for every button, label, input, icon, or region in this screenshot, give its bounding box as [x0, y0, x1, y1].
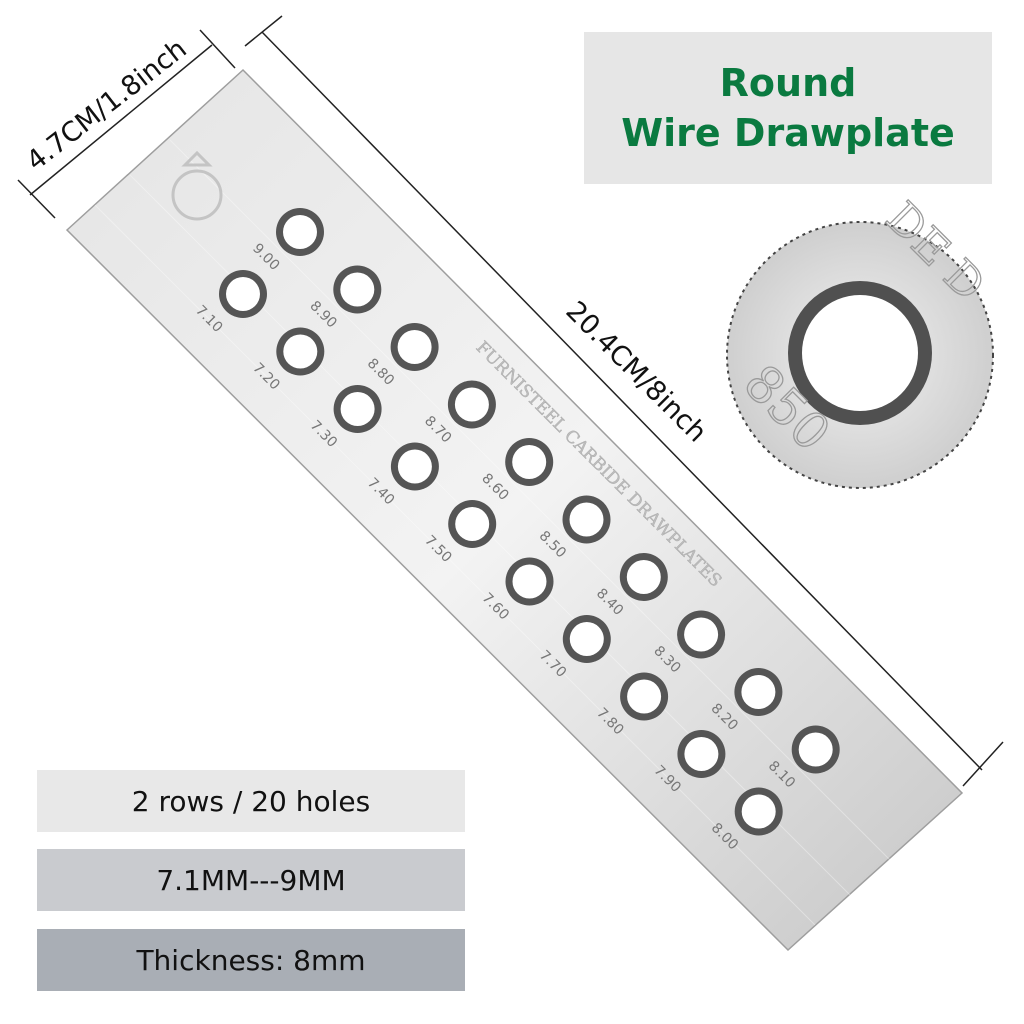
hole-opening — [569, 622, 604, 656]
hole-opening — [569, 502, 604, 537]
hole-opening — [741, 794, 776, 829]
hole-opening — [512, 564, 547, 599]
hole-7.30: 7.30 — [307, 385, 382, 451]
hole-opening — [454, 387, 489, 422]
spec-holes: 2 rows / 20 holes — [37, 770, 465, 832]
hole-opening — [283, 215, 317, 249]
hole-opening — [397, 330, 432, 364]
hole-opening — [455, 507, 490, 541]
hole-opening — [340, 392, 375, 426]
hole-8.40: 8.40 — [593, 553, 668, 619]
hole-opening — [684, 737, 719, 771]
hole-opening — [627, 679, 662, 714]
title-line-1: Round — [719, 61, 857, 105]
hole-opening — [226, 277, 260, 311]
title-line-2: Wire Drawplate — [621, 111, 955, 155]
hole-zoom-inset: DE D 850 — [726, 192, 995, 489]
hole-8.80: 8.80 — [364, 323, 439, 389]
hole-opening — [626, 560, 661, 594]
hole-8.30: 8.30 — [650, 610, 726, 676]
hole-opening — [798, 732, 833, 767]
hole-8.00: 8.00 — [708, 787, 783, 853]
hole-8.10: 8.10 — [765, 725, 840, 791]
hole-8.20: 8.20 — [708, 668, 783, 734]
hole-opening — [512, 445, 547, 479]
brand-logo-icon — [171, 150, 223, 221]
drawplate — [65, 68, 964, 952]
title-panel: Round Wire Drawplate — [584, 32, 992, 184]
spec-thickness: Thickness: 8mm — [37, 929, 465, 991]
hole-opening — [340, 272, 375, 307]
spec-size-range: 7.1MM---9MM — [37, 849, 465, 911]
hole-opening — [283, 334, 318, 369]
hole-opening — [397, 449, 432, 484]
hole-opening — [741, 675, 776, 709]
hole-opening — [684, 617, 719, 652]
